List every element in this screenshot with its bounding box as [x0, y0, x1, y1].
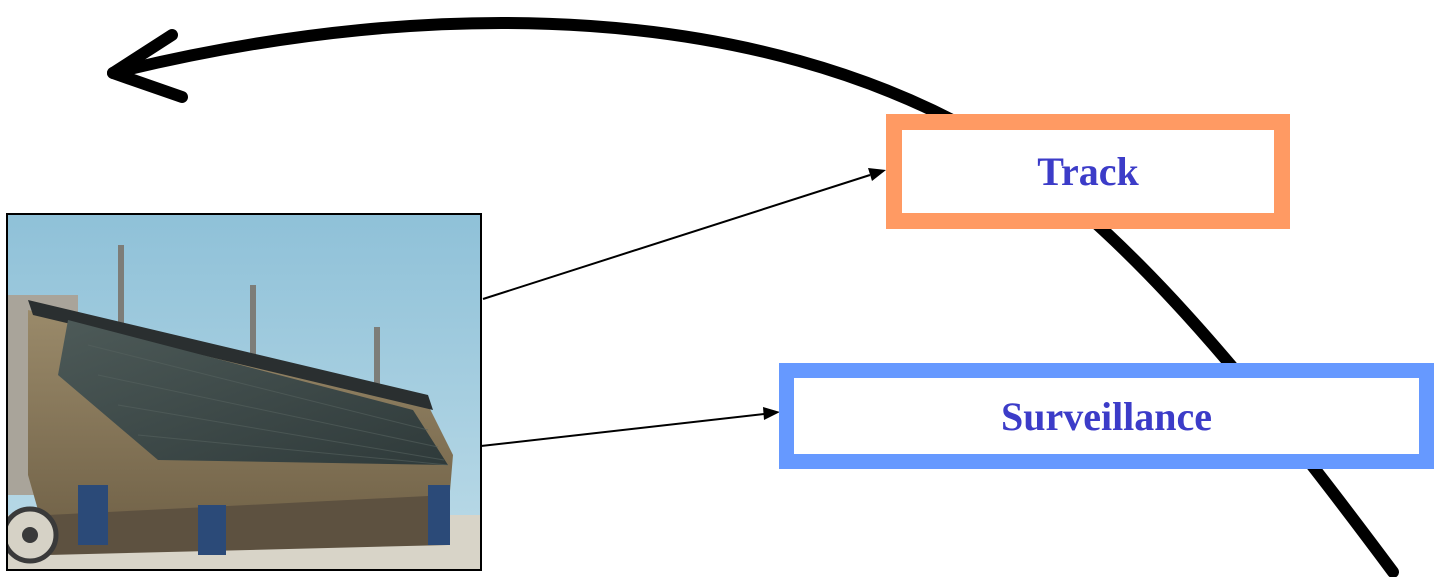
radar-vehicle-photo — [6, 213, 482, 571]
track-label: Track — [1037, 149, 1139, 194]
surveillance-box: Surveillance — [779, 363, 1434, 469]
arrow-to-track-head — [868, 168, 886, 181]
arrow-to-surveillance-head — [763, 407, 780, 420]
arrow-to-surveillance — [480, 413, 765, 447]
scan-curve-arrowhead — [107, 29, 188, 103]
surveillance-label: Surveillance — [1000, 393, 1213, 439]
radar-vehicle-illustration — [8, 215, 480, 569]
track-box: Track — [886, 114, 1290, 229]
arrow-to-track — [482, 174, 871, 300]
